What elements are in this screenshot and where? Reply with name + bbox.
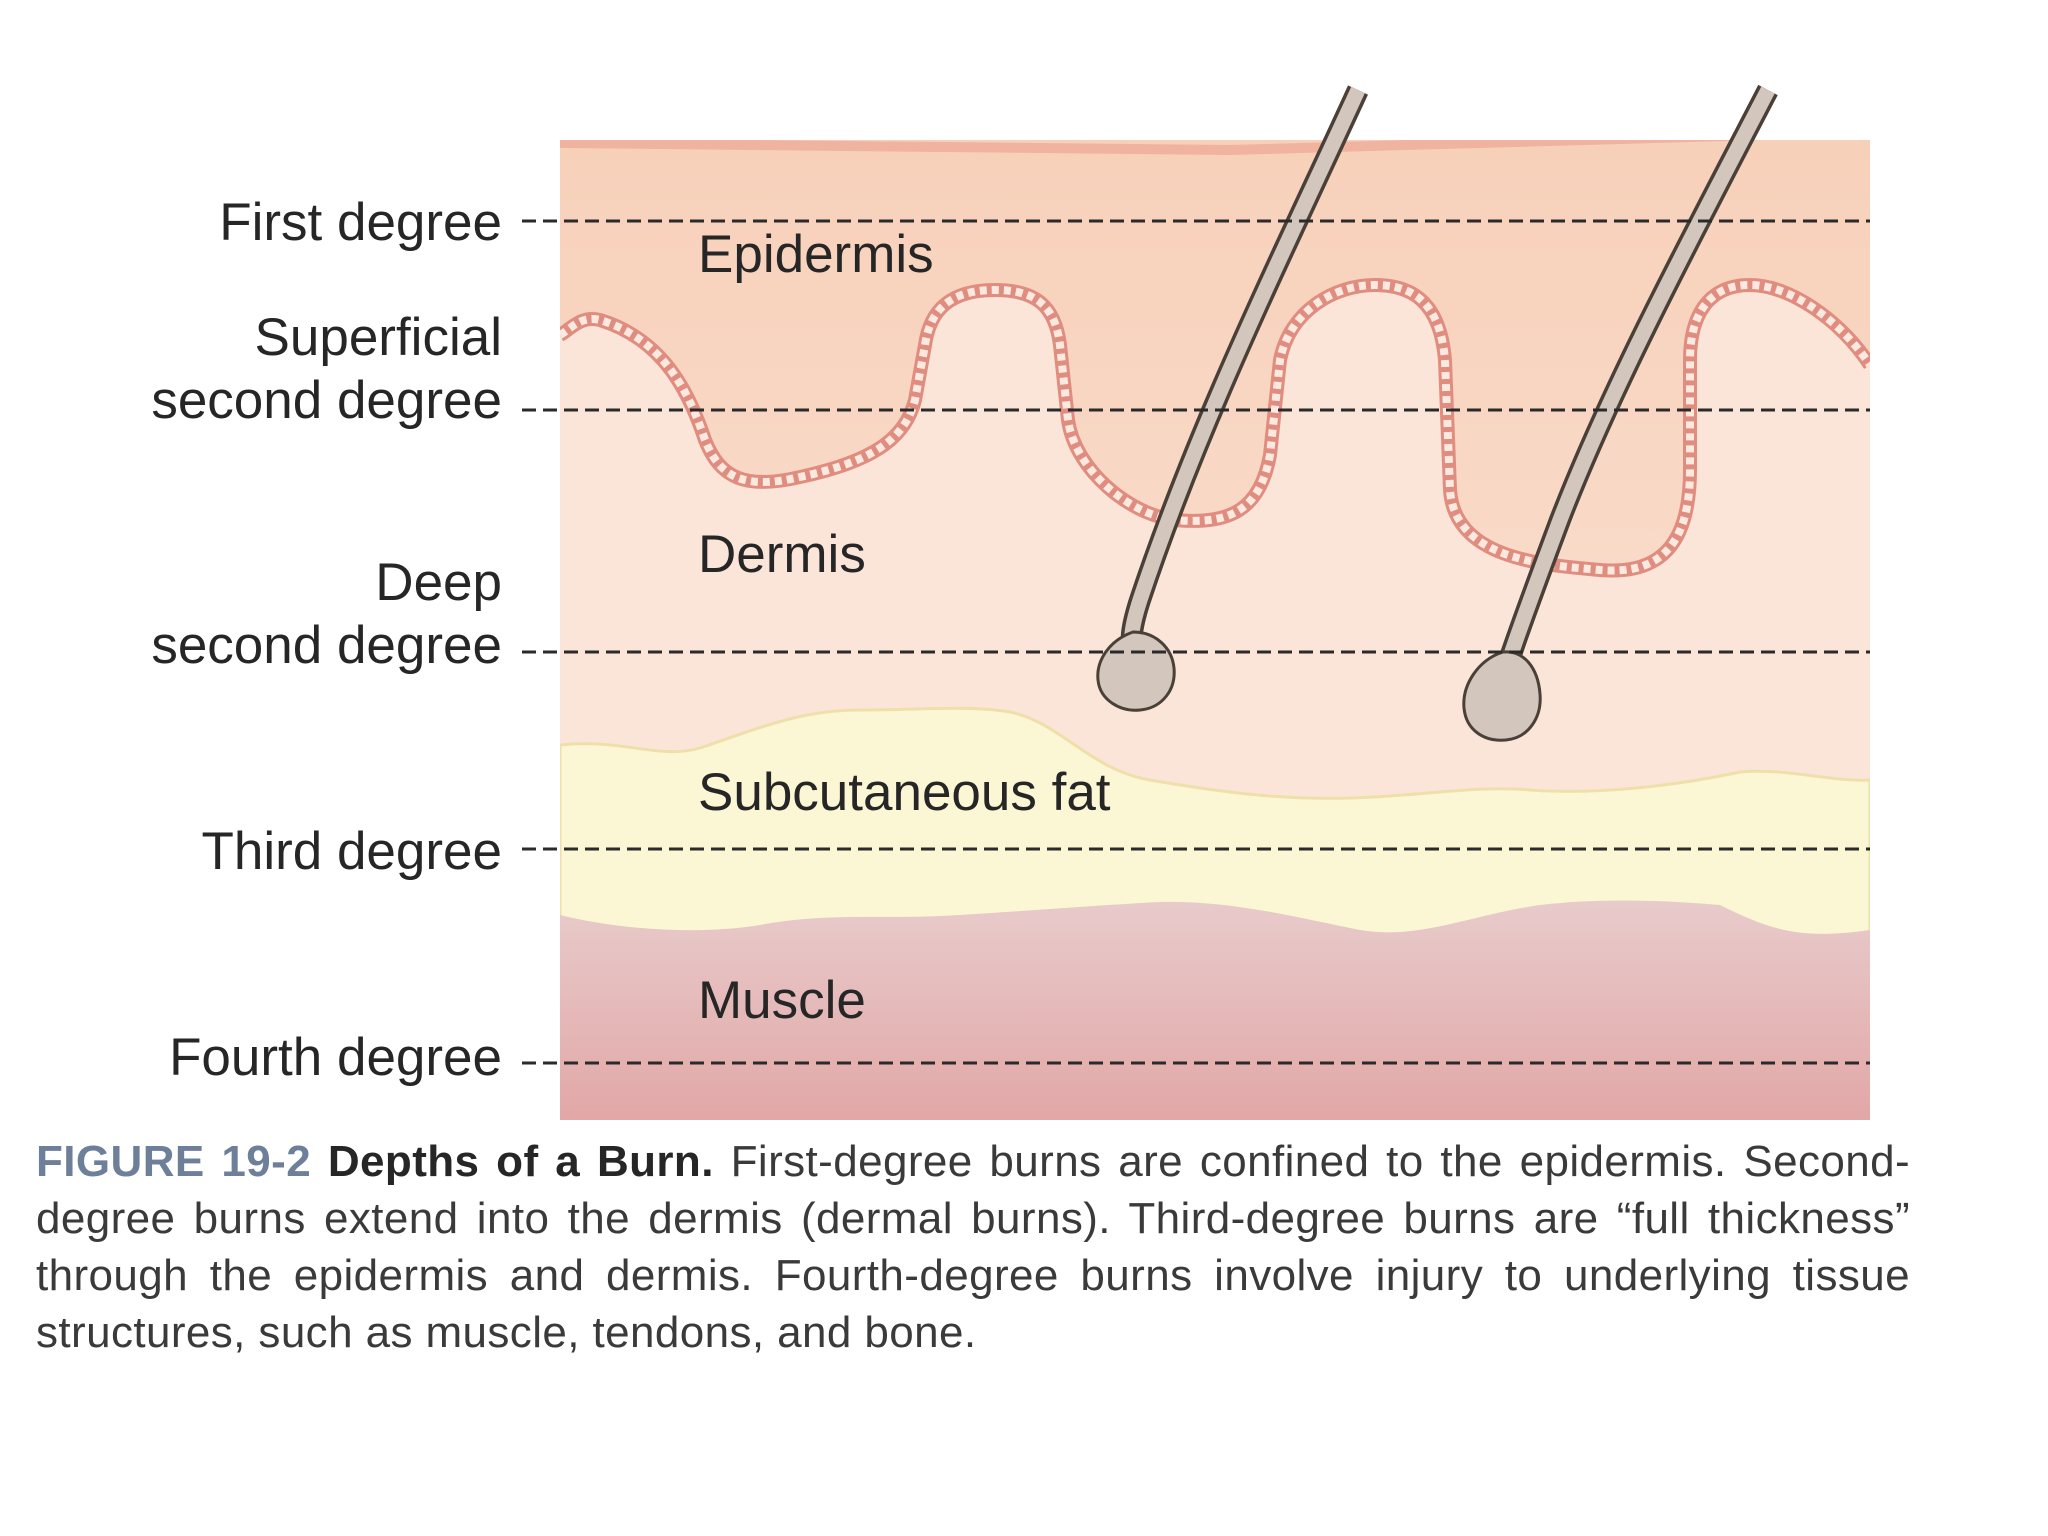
subcutaneous-fat-label: Subcutaneous fat <box>698 763 1111 822</box>
figure-number: FIGURE 19-2 <box>36 1137 312 1186</box>
fourth-degree-label: Fourth degree <box>169 1028 502 1087</box>
depth-lines <box>522 219 1870 1065</box>
skin-surface <box>560 140 1764 156</box>
hair-bulb-right <box>1462 650 1542 742</box>
figure-caption: FIGURE 19-2 Depths of a Burn. First-degr… <box>36 1133 1910 1361</box>
papillae-cells <box>560 280 1870 575</box>
deep-second-degree-label-line1: Deep <box>375 553 502 612</box>
hair-shaft-left-fill <box>1124 86 1365 651</box>
muscle-label: Muscle <box>698 971 866 1030</box>
third-degree-label: Third degree <box>201 822 502 881</box>
epidermis-label: Epidermis <box>698 225 934 284</box>
deep-second-degree-label-line2: second degree <box>151 616 502 675</box>
first-degree-label: First degree <box>219 193 502 252</box>
epidermis-layer <box>560 140 1870 571</box>
figure-title: Depths of a Burn. <box>327 1137 714 1186</box>
superficial-second-degree-label-line1: Superficial <box>255 308 502 367</box>
muscle-layer <box>560 900 1870 1120</box>
figure-caption-text: First-degree burns are confined to the e… <box>36 1137 1911 1357</box>
hair-shaft-right-fill <box>1498 86 1775 673</box>
superficial-second-degree-label-line2: second degree <box>151 371 502 430</box>
dermis-label: Dermis <box>698 525 866 584</box>
